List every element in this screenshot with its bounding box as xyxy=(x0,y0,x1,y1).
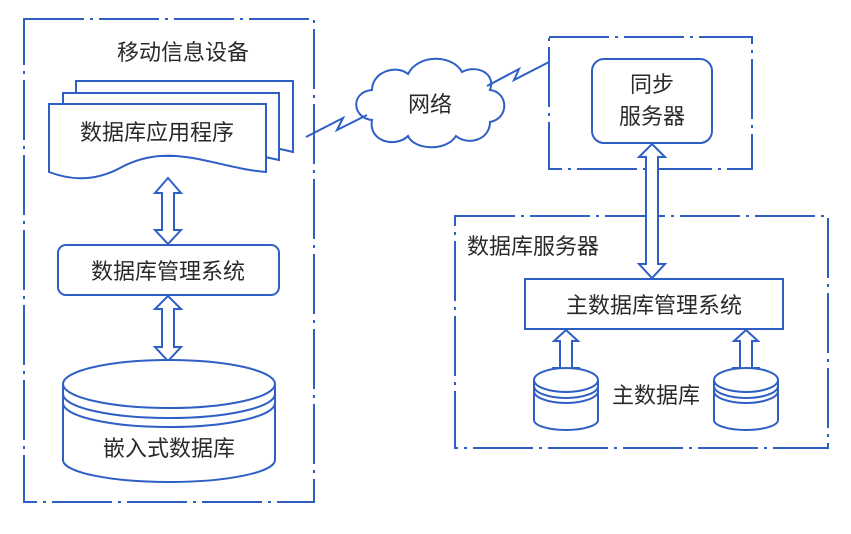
dbms-embedded-db-double-arrow xyxy=(152,294,184,363)
network-cloud: 网络 xyxy=(355,57,506,149)
sync-server-frame xyxy=(548,36,753,170)
mobile-device-title: 移动信息设备 xyxy=(117,41,249,66)
master-dbms-label: 主数据库管理系统 xyxy=(566,294,742,319)
dbms-box xyxy=(57,244,280,296)
database-server-frame xyxy=(454,215,829,449)
database-application-label: 数据库应用程序 xyxy=(80,121,234,146)
master-dbms-box xyxy=(524,278,784,330)
database-application-document: 数据库应用程序 xyxy=(48,80,294,180)
embedded-db-label: 嵌入式数据库 xyxy=(103,437,235,462)
sync-server-label-line2: 服务器 xyxy=(619,105,685,130)
sync-master-dbms-double-arrow xyxy=(636,142,668,280)
master-database-cylinder-right xyxy=(713,367,779,431)
master-database-cylinder-left xyxy=(533,367,599,431)
wireless-link-left-icon xyxy=(305,114,368,138)
database-server-title: 数据库服务器 xyxy=(467,235,599,260)
sync-server-box xyxy=(591,58,713,144)
wireless-link-right-icon xyxy=(486,61,550,87)
network-label: 网络 xyxy=(408,93,452,118)
dbms-label: 数据库管理系统 xyxy=(91,260,245,285)
embedded-database-cylinder: 嵌入式数据库 xyxy=(62,359,276,483)
mobile-device-frame xyxy=(23,18,315,503)
master-db-label: 主数据库 xyxy=(612,384,700,409)
app-dbms-double-arrow xyxy=(152,176,184,246)
sync-server-label-line1: 同步 xyxy=(630,73,674,98)
